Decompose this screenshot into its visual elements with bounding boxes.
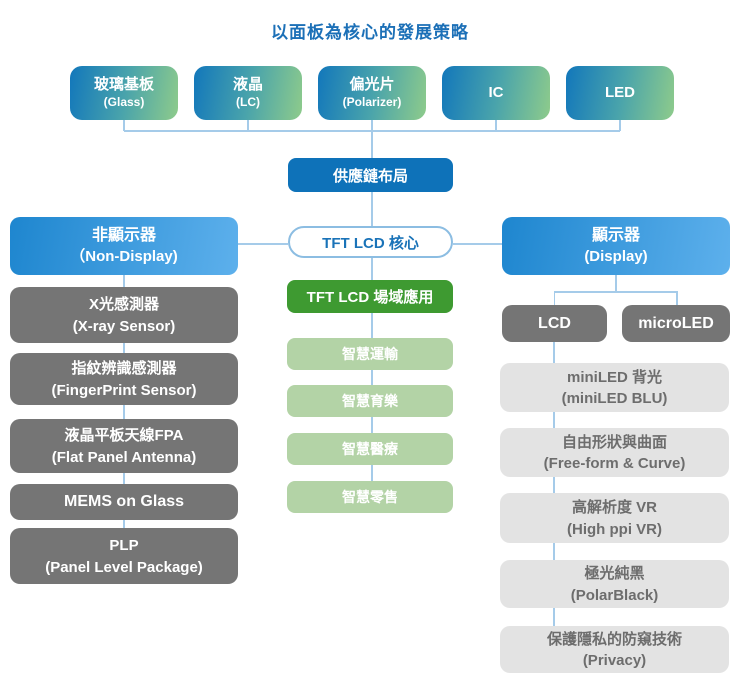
connector-line: [238, 243, 288, 245]
node-smart-retail: 智慧零售: [287, 481, 453, 513]
node-miniled-blu: miniLED 背光 (miniLED BLU): [500, 363, 729, 412]
connector-line: [123, 120, 125, 131]
node-supply-chain: 供應鏈布局: [288, 158, 453, 192]
connector-line: [123, 405, 125, 419]
node-label: miniLED 背光: [566, 368, 662, 386]
node-sublabel: (X-ray Sensor): [72, 317, 176, 335]
node-polarblack: 極光純黑 (PolarBlack): [500, 560, 729, 608]
node-label: MEMS on Glass: [63, 493, 185, 510]
node-xray-sensor: X光感測器 (X-ray Sensor): [10, 287, 238, 343]
node-sublabel: （Non-Display): [70, 247, 178, 265]
node-sublabel: (Free-form & Curve): [543, 455, 686, 472]
node-lc: 液晶 (LC): [194, 66, 302, 120]
node-privacy: 保護隱私的防窺技術 (Privacy): [500, 626, 729, 673]
node-label: PLP: [109, 537, 139, 554]
node-mems-on-glass: MEMS on Glass: [10, 484, 238, 520]
node-label: 保護隱私的防窺技術: [546, 630, 682, 648]
node-smart-medical: 智慧醫療: [287, 433, 453, 465]
node-plp: PLP (Panel Level Package): [10, 528, 238, 584]
node-polarizer: 偏光片 (Polarizer): [318, 66, 426, 120]
connector-line: [553, 477, 555, 493]
connector-line: [370, 258, 373, 280]
node-sublabel: (miniLED BLU): [561, 390, 668, 407]
connector-line: [123, 473, 125, 484]
connector-line: [123, 343, 125, 353]
node-sublabel: (Panel Level Package): [45, 558, 203, 576]
node-microled: microLED: [622, 305, 730, 342]
connector-line: [453, 243, 502, 245]
connector-line: [676, 291, 678, 305]
node-label: 非顯示器: [91, 227, 156, 245]
connector-line: [123, 275, 125, 287]
node-label: 自由形狀與曲面: [561, 433, 667, 451]
node-label: 高解析度 VR: [571, 499, 657, 516]
connector-line: [553, 291, 555, 305]
node-label: LED: [605, 83, 635, 101]
node-label: 偏光片: [349, 75, 395, 93]
node-flat-panel-antenna: 液晶平板天線FPA (Flat Panel Antenna): [10, 419, 238, 473]
connector-line: [370, 313, 373, 338]
node-label: X光感測器: [88, 296, 159, 313]
node-label: 極光純黑: [584, 565, 645, 582]
node-tft-lcd-core: TFT LCD 核心: [288, 226, 453, 258]
node-sublabel: (LC): [236, 94, 260, 109]
node-freeform-curve: 自由形狀與曲面 (Free-form & Curve): [500, 428, 729, 477]
connector-line: [370, 465, 373, 481]
node-glass: 玻璃基板 (Glass): [70, 66, 178, 120]
node-label: 指紋辨識感測器: [71, 360, 177, 377]
node-sublabel: (FingerPrint Sensor): [51, 381, 197, 399]
connector-line: [615, 275, 617, 292]
connector-line: [553, 342, 555, 363]
node-non-display: 非顯示器 （Non-Display): [10, 217, 238, 275]
node-sublabel: (Display): [584, 247, 648, 265]
connector-line: [370, 417, 373, 433]
node-label: 液晶: [232, 75, 263, 93]
node-field-application: TFT LCD 場域應用: [287, 280, 453, 313]
node-sublabel: (High ppi VR): [567, 520, 662, 538]
node-label: 顯示器: [591, 227, 640, 245]
connector-line: [553, 543, 555, 560]
diagram-title: 以面板為核心的發展策略: [271, 23, 469, 42]
node-sublabel: (Polarizer): [342, 94, 402, 109]
connector-line: [554, 291, 677, 293]
node-fingerprint-sensor: 指紋辨識感測器 (FingerPrint Sensor): [10, 353, 238, 405]
connector-line: [370, 120, 373, 158]
node-label: 液晶平板天線FPA: [64, 427, 184, 444]
node-high-ppi-vr: 高解析度 VR (High ppi VR): [500, 493, 729, 543]
connector-line: [619, 120, 621, 131]
node-smart-transport: 智慧運輸: [287, 338, 453, 370]
connector-line: [495, 120, 497, 131]
connector-line: [370, 192, 373, 226]
node-sublabel: (Glass): [103, 94, 145, 109]
node-display: 顯示器 (Display): [502, 217, 730, 275]
node-sublabel: (Privacy): [582, 652, 647, 669]
node-sublabel: (Flat Panel Antenna): [51, 448, 197, 466]
connector-line: [370, 370, 373, 385]
node-label: IC: [488, 83, 504, 101]
node-label: 玻璃基板: [93, 75, 154, 93]
connector-line: [247, 120, 249, 131]
node-smart-entertainment: 智慧育樂: [287, 385, 453, 417]
node-led: LED: [566, 66, 674, 120]
connector-line: [553, 608, 555, 626]
node-sublabel: (PolarBlack): [570, 586, 659, 604]
node-ic: IC: [442, 66, 550, 120]
connector-line: [553, 412, 555, 428]
connector-line: [123, 520, 125, 528]
node-lcd: LCD: [502, 305, 607, 342]
